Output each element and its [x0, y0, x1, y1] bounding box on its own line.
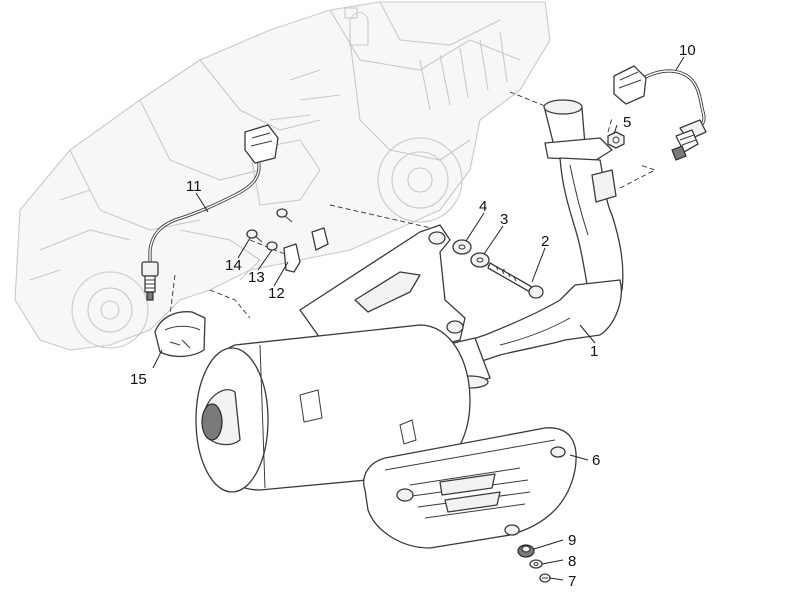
part-13-washer: [266, 241, 278, 251]
part-14-screw: [246, 229, 263, 243]
callout-14: 14: [225, 257, 242, 274]
muffler-bracket: [299, 224, 466, 346]
callout-6: 6: [592, 452, 600, 469]
part-4-washer: [452, 239, 472, 255]
callout-13: 13: [248, 269, 265, 286]
callout-5: 5: [623, 114, 631, 131]
part-1-exhaust-pipe: [444, 99, 624, 389]
callout-3: 3: [500, 211, 508, 228]
part-5-nut: [607, 131, 625, 149]
small-screw-upper: [276, 208, 293, 223]
callout-labels: 1 2 3 4 5 6 7 8 9 10 11 12 13 14 15: [130, 42, 696, 590]
callout-2: 2: [541, 233, 549, 250]
part-8-washer: [529, 559, 543, 569]
part-7-screw: [539, 573, 551, 583]
part-15-heat-cap: [154, 311, 206, 358]
part-11-lambda-sensor: [141, 124, 279, 301]
part-3-washer: [470, 252, 490, 268]
callout-12: 12: [268, 285, 285, 302]
part-6-muffler-guard: [363, 427, 577, 549]
callout-8: 8: [568, 553, 576, 570]
callout-4: 4: [479, 198, 487, 215]
muffler-body: [195, 324, 471, 493]
part-10-lambda-sensor: [613, 65, 707, 161]
part-9-grommet: [517, 544, 535, 558]
callout-15: 15: [130, 371, 147, 388]
callout-1: 1: [590, 343, 598, 360]
part-2-bolt: [487, 262, 544, 299]
callout-9: 9: [568, 532, 576, 549]
callout-7: 7: [568, 573, 576, 590]
leader-lines: [152, 56, 685, 581]
callout-11: 11: [186, 178, 202, 195]
callout-10: 10: [679, 42, 696, 59]
